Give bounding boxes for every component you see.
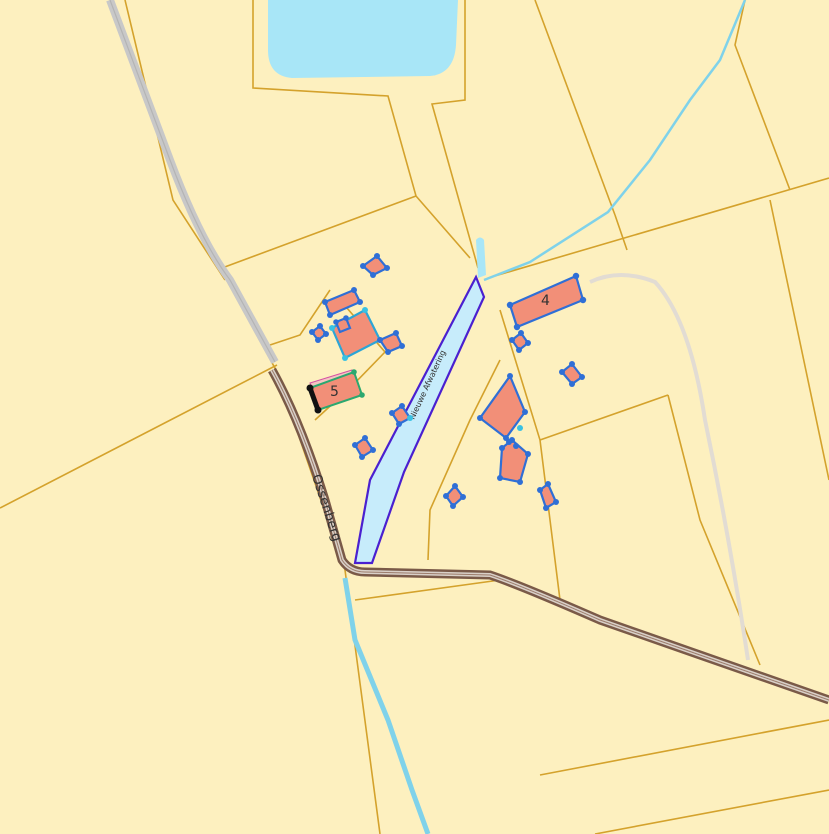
building-4-label: 4: [541, 293, 550, 309]
building-4[interactable]: 4: [506, 272, 587, 331]
building-small-e1[interactable]: [509, 330, 531, 353]
stream-south: [342, 577, 431, 834]
stream-north: [483, 0, 747, 282]
building-small-e2[interactable]: [559, 361, 585, 387]
building-small-north[interactable]: [360, 253, 390, 278]
footpath-edge: [109, 0, 276, 363]
building-cluster-west[interactable]: [309, 287, 405, 361]
ditch-selected[interactable]: [353, 274, 486, 565]
building-small-e3[interactable]: [443, 483, 466, 509]
building-small-e4[interactable]: [537, 481, 559, 511]
pond[interactable]: [268, 0, 458, 78]
ditch-tip: [476, 237, 486, 278]
building-5-label: 5: [330, 384, 339, 400]
road-ossenberg[interactable]: [268, 367, 829, 705]
building-5[interactable]: 5: [306, 369, 365, 414]
building-small-sw2[interactable]: [389, 403, 413, 427]
track: [589, 273, 750, 661]
buildings: 4 5: [306, 253, 587, 511]
building-small-sw1[interactable]: [352, 435, 376, 460]
building-east-shed[interactable]: [497, 425, 531, 485]
